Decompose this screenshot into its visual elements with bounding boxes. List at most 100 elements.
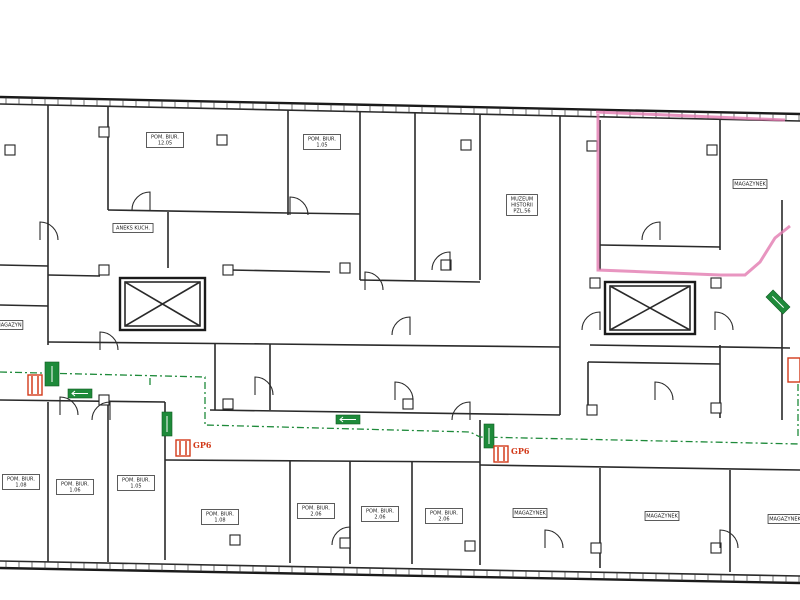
- column: [706, 144, 718, 156]
- outer-walls: [0, 95, 800, 585]
- door-swing: [641, 221, 661, 241]
- elevator-left: [118, 276, 207, 332]
- door-swing: [331, 526, 351, 546]
- exit-signs: [44, 289, 791, 449]
- column: [339, 262, 351, 274]
- room-label-text: PZL.56: [513, 209, 530, 215]
- room-label-text: 1.05: [316, 143, 327, 149]
- hydrant-label: GP6: [511, 446, 530, 456]
- door-swing: [391, 316, 411, 336]
- room-label-text: 1.08: [15, 483, 26, 489]
- column: [216, 134, 228, 146]
- column: [98, 394, 110, 406]
- column: [222, 264, 234, 276]
- room-label-pom-2-06-b: POM. BIUR.2.06: [361, 506, 399, 522]
- exit-sign-icon: [335, 414, 361, 425]
- room-label-text: POM. BIUR.: [122, 478, 150, 484]
- window-strip-bottom: [5, 561, 800, 583]
- room-label-text: POM. BIUR.: [430, 511, 458, 517]
- column: [464, 540, 476, 552]
- room-label-text: MUZEUM: [511, 197, 533, 203]
- column: [590, 542, 602, 554]
- door-swing: [59, 396, 79, 416]
- exit-sign-icon: [67, 388, 93, 399]
- door-swing: [581, 311, 601, 331]
- room-label-text: ANEKS KUCH.: [116, 226, 150, 232]
- column: [460, 139, 472, 151]
- column: [4, 144, 16, 156]
- room-label-text: 1.05: [130, 484, 141, 490]
- door-swing: [131, 191, 151, 211]
- door-swing: [394, 381, 414, 401]
- room-label-pom-1-08-b: POM. BIUR.1.08: [201, 509, 239, 525]
- structural-columns: [4, 126, 722, 554]
- hydrant-label: GP6: [193, 440, 212, 450]
- room-label-magazynek-b3: MAGAZYNEK: [767, 514, 800, 524]
- room-label-text: MAGAZYNEK: [514, 511, 546, 517]
- room-label-text: 1.06: [69, 488, 80, 494]
- door-swing: [39, 221, 59, 241]
- room-label-pom-2-06-c: POM. BIUR.2.06: [425, 508, 463, 524]
- room-label-text: 12.05: [158, 141, 172, 147]
- column: [589, 277, 601, 289]
- room-label-pom-1-08-a: POM. BIUR.1.08: [2, 474, 40, 490]
- exit-sign-icon: [483, 423, 495, 449]
- door-swing: [254, 376, 274, 396]
- column: [222, 398, 234, 410]
- door-swings: [39, 191, 739, 549]
- column: [339, 537, 351, 549]
- room-label-magazynek-b2: MAGAZYNEK: [644, 511, 680, 521]
- room-label-magazyn-top: MAGAZYNEK: [732, 179, 768, 189]
- room-label-text: POM. BIUR.: [308, 137, 336, 143]
- hydrant-icon: [27, 374, 43, 396]
- elevator-right: [603, 280, 697, 336]
- room-label-text: 2.06: [374, 515, 385, 521]
- room-label-text: 2.06: [438, 517, 449, 523]
- column: [586, 140, 598, 152]
- column: [586, 404, 598, 416]
- room-label-pom-1-06: POM. BIUR.1.06: [56, 479, 94, 495]
- room-label-magazyn-left: MAGAZYN: [0, 320, 24, 330]
- room-label-text: POM. BIUR.: [7, 477, 35, 483]
- room-label-pom-1-05-b: POM. BIUR.1.05: [117, 475, 155, 491]
- room-label-pom-2-06-a: POM. BIUR.2.06: [297, 503, 335, 519]
- column: [229, 534, 241, 546]
- door-swing: [99, 331, 119, 351]
- room-label-aneks: ANEKS KUCH.: [112, 223, 154, 233]
- door-swing: [714, 311, 734, 331]
- column: [98, 264, 110, 276]
- exit-sign-icon: [161, 411, 173, 437]
- door-swing: [544, 529, 564, 549]
- room-label-text: POM. BIUR.: [366, 509, 394, 515]
- hydrant-icon: [787, 357, 800, 383]
- evacuation-route: [0, 371, 800, 445]
- door-swing: [451, 401, 471, 421]
- interior-walls: [0, 105, 800, 572]
- hydrant-gp6-right: GP6: [493, 445, 530, 463]
- door-swing: [431, 251, 451, 271]
- room-label-text: 1.08: [214, 518, 225, 524]
- room-label-text: MAGAZYNEK: [769, 517, 800, 523]
- room-label-text: MAGAZYNEK: [646, 514, 678, 520]
- column: [710, 542, 722, 554]
- room-label-pom-12-05: POM. BIUR.12.05: [146, 132, 184, 148]
- room-label-magazynek-b1: MAGAZYNEK: [512, 508, 548, 518]
- room-label-text: HISTORII: [511, 203, 533, 209]
- column: [440, 259, 452, 271]
- highlighted-area: [595, 110, 791, 277]
- room-label-text: POM. BIUR.: [61, 482, 89, 488]
- column: [710, 402, 722, 414]
- room-label-pom-1-05-top: POM. BIUR.1.05: [303, 134, 341, 150]
- room-label-text: 2.06: [310, 512, 321, 518]
- door-swing: [289, 196, 309, 216]
- door-swing: [719, 529, 739, 549]
- room-label-text: POM. BIUR.: [302, 506, 330, 512]
- door-swing: [91, 401, 111, 421]
- exit-sign-icon: [765, 289, 791, 315]
- door-swing: [654, 381, 674, 401]
- column: [402, 398, 414, 410]
- door-swing: [364, 271, 384, 291]
